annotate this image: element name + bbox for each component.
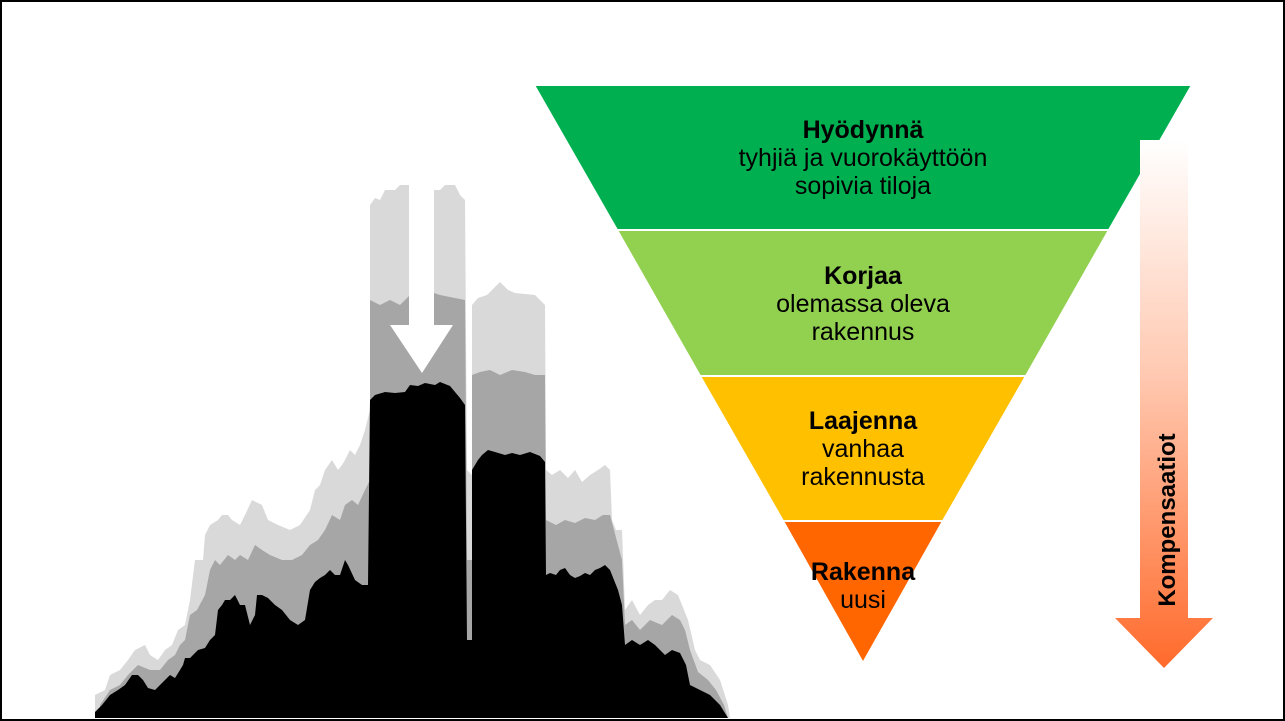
pyramid-text-3b: rakennusta	[801, 463, 925, 491]
pyramid-text-1b: sopivia tiloja	[794, 172, 932, 200]
pyramid-level-4	[781, 520, 945, 666]
skyline-down-arrow-icon	[390, 185, 453, 373]
pyramid-label-3: Laajenna vanhaa rakennusta	[663, 407, 1063, 491]
priority-pyramid	[532, 84, 1194, 666]
pyramid-title-3: Laajenna	[808, 407, 918, 435]
city-skyline-icon	[95, 185, 730, 718]
skyline-dark-layer	[95, 382, 728, 718]
pyramid-text-4a: uusi	[840, 586, 886, 614]
pyramid-text-2b: rakennus	[811, 318, 915, 346]
compensation-label: Kompensaatiot	[1154, 433, 1181, 607]
pyramid-title-2: Korjaa	[824, 262, 902, 290]
pyramid-text-2a: olemassa oleva	[776, 290, 950, 318]
pyramid-label-1: Hyödynnä tyhjiä ja vuorokäyttöön sopivia…	[663, 116, 1063, 200]
pyramid-label-2: Korjaa olemassa oleva rakennus	[663, 262, 1063, 346]
compensation-down-arrow-icon	[1115, 140, 1213, 668]
pyramid-title-4: Rakenna	[810, 558, 916, 586]
pyramid-text-1a: tyhjiä ja vuorokäyttöön	[738, 144, 988, 172]
pyramid-label-4: Rakenna uusi	[663, 558, 1063, 614]
pyramid-text-3a: vanhaa	[821, 435, 905, 463]
pyramid-title-1: Hyödynnä	[802, 116, 924, 144]
